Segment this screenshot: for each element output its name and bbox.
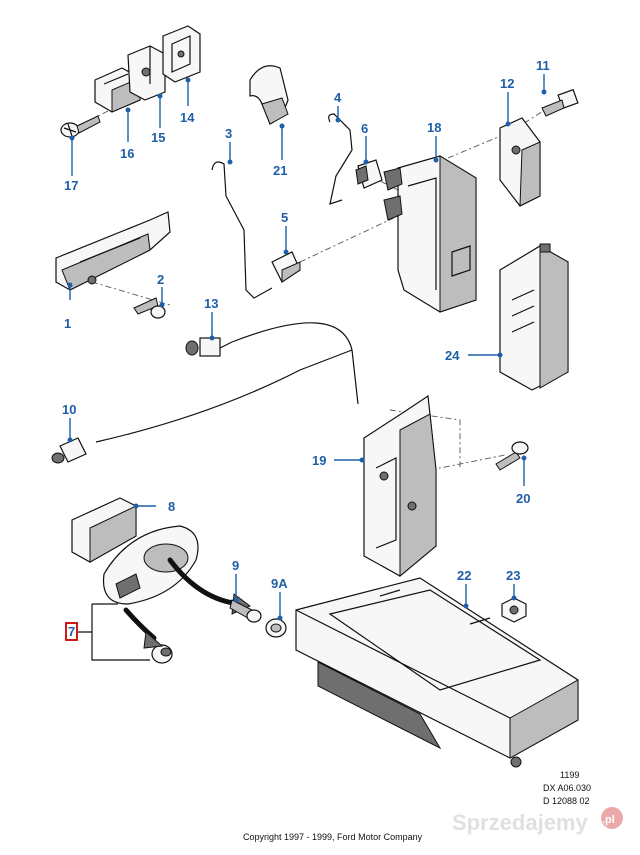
callout-13: 13 — [204, 296, 218, 311]
callout-10: 10 — [62, 402, 76, 417]
reference-line-3: D 12088 02 — [543, 796, 590, 806]
sprzedajemy-watermark: Sprzedajemy .pl — [452, 807, 623, 835]
part-8-bracket — [71, 497, 137, 563]
part-12-striker — [499, 117, 541, 207]
reference-line-2: DX A06.030 — [543, 783, 591, 793]
part-4-rod — [328, 113, 353, 205]
callout-7-highlight — [65, 622, 78, 641]
part-15-bracket — [127, 45, 166, 101]
callout-14: 14 — [180, 110, 195, 125]
callout-9a: 9A — [271, 576, 288, 591]
part-14-gasket — [162, 25, 201, 83]
callout-7: 7 — [68, 624, 75, 639]
callout-20: 20 — [516, 491, 530, 506]
callout-21: 21 — [273, 163, 287, 178]
part-7-bracket-lines — [78, 603, 150, 661]
part-20-screw — [495, 441, 529, 471]
callout-17: 17 — [64, 178, 78, 193]
callout-5: 5 — [281, 210, 288, 225]
part-24-cover — [499, 243, 569, 391]
callout-22: 22 — [457, 568, 471, 583]
callout-6: 6 — [361, 121, 368, 136]
callout-19: 19 — [312, 453, 326, 468]
callout-4: 4 — [334, 90, 342, 105]
callout-18: 18 — [427, 120, 441, 135]
part-2-screw — [133, 297, 166, 319]
callout-8: 8 — [168, 499, 175, 514]
callout-leaders — [69, 74, 545, 618]
callout-16: 16 — [120, 146, 134, 161]
watermark-text: Sprzedajemy — [452, 810, 588, 835]
callout-15: 15 — [151, 130, 165, 145]
part-22-module — [295, 577, 579, 768]
callout-24: 24 — [445, 348, 460, 363]
part-9-screw — [229, 599, 262, 623]
reference-line-1: 1199 — [560, 770, 579, 780]
callout-3: 3 — [225, 126, 232, 141]
part-5-clip — [271, 251, 301, 283]
part-21-clip — [249, 65, 289, 125]
assembly-centerlines — [89, 59, 546, 471]
part-23-nut — [501, 597, 527, 623]
callout-dots — [67, 77, 547, 621]
part-11-bolt — [541, 88, 579, 117]
callout-1: 1 — [64, 316, 71, 331]
callout-23: 23 — [506, 568, 520, 583]
part-13-connector — [185, 337, 233, 357]
part-7-cap — [151, 644, 173, 664]
part-6-clip — [355, 159, 383, 189]
part-10-cable — [51, 322, 359, 464]
part-1-handle — [55, 211, 171, 291]
watermark-badge: .pl — [602, 814, 615, 826]
copyright-text: Copyright 1997 - 1999, Ford Motor Compan… — [243, 832, 423, 842]
callout-12: 12 — [500, 76, 514, 91]
callout-11: 11 — [536, 58, 550, 73]
part-9a-cap — [265, 618, 287, 638]
callout-labels: 1 2 3 4 5 6 7 8 9 9A 10 11 12 13 14 15 1… — [62, 58, 550, 641]
part-19-lock — [363, 394, 437, 578]
callout-9: 9 — [232, 558, 239, 573]
callout-2: 2 — [157, 272, 164, 287]
reference-block: 1199 DX A06.030 D 12088 02 — [543, 770, 591, 806]
part-3-rod — [211, 161, 273, 299]
part-18-latch — [383, 155, 477, 313]
watermark-badge-icon — [601, 807, 623, 829]
part-17-screw — [60, 115, 101, 138]
